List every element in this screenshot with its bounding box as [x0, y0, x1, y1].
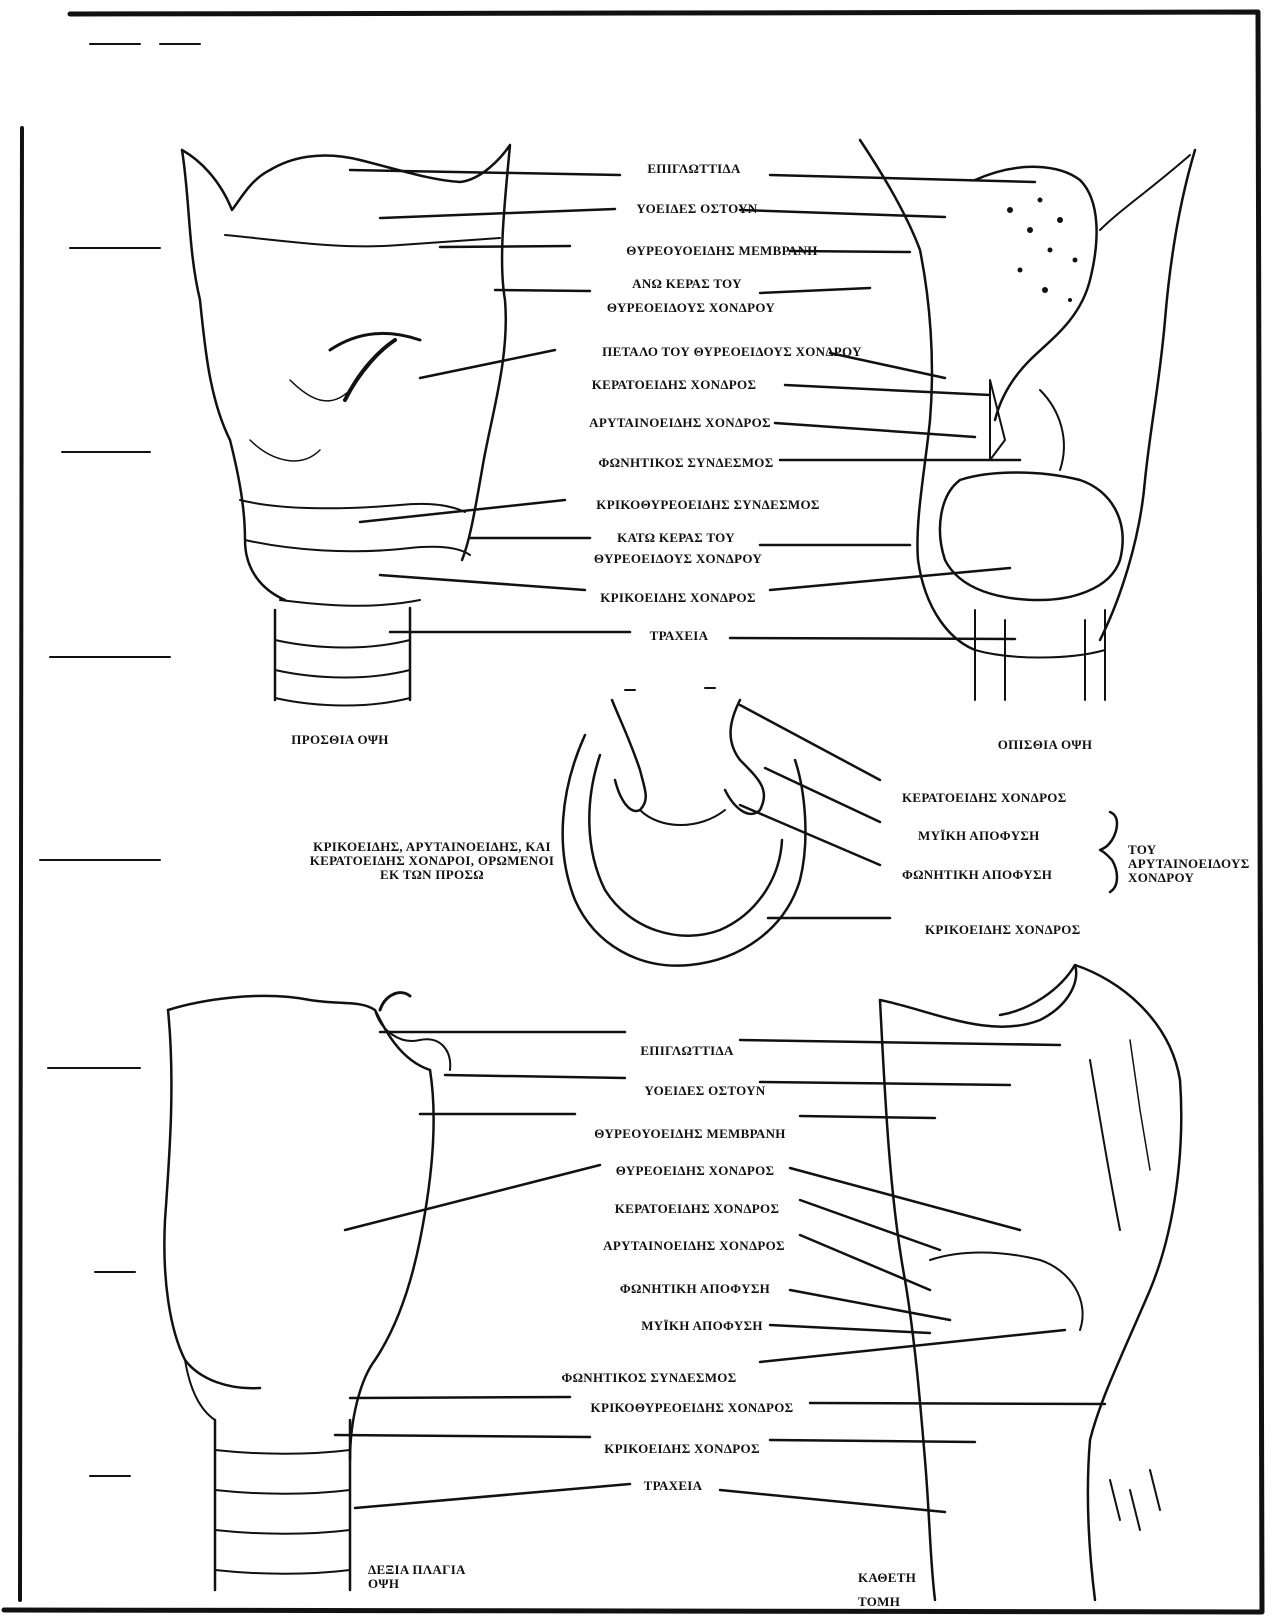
label-inferior-horn-line1: ΚΑΤΩ ΚΕΡΑΣ ΤΟΥ — [617, 530, 735, 545]
label-epiglottis-top: ΕΠΙΓΛΩΤΤΙΔΑ — [647, 161, 740, 176]
section-view-drawing — [880, 965, 1181, 1600]
label-superior-horn-line2: ΘΥΡΕΟΕΙΔΟΥΣ ΧΟΝΔΡΟΥ — [607, 300, 775, 315]
label-cricothyroid-ligament: ΚΡΙΚΟΘΥΡΕΟΕΙΔΗΣ ΣΥΝΔΕΣΜΟΣ — [596, 497, 819, 512]
front-view-drawing — [182, 145, 510, 706]
label-thyrohyoid-membrane-bottom: ΘΥΡΕΟΥΟΕΙΔΗΣ ΜΕΜΒΡΑΝΗ — [594, 1126, 785, 1141]
label-hyoid-bone-bottom: ΥΟΕΙΔΕΣ ΟΣΤΟΥΝ — [644, 1083, 765, 1098]
label-muscular-process-bottom: ΜΥΪΚΗ ΑΠΟΦΥΣΗ — [641, 1318, 763, 1333]
caption-sagittal-section: ΚΑΘΕΤΗ ΤΟΜΗ — [858, 1566, 918, 1614]
label-inferior-horn-line2: ΘΥΡΕΟΕΙΔΟΥΣ ΧΟΝΔΡΟΥ — [594, 551, 762, 566]
label-arytenoid-top: ΑΡΥΤΑΙΝΟΕΙΔΗΣ ΧΟΝΔΡΟΣ — [589, 415, 771, 430]
label-thyroid-cartilage-bottom: ΘΥΡΕΟΕΙΔΗΣ ΧΟΝΔΡΟΣ — [616, 1163, 775, 1178]
label-trachea-top: ΤΡΑΧΕΙΑ — [650, 628, 709, 643]
label-vocal-ligament-top: ΦΩΝΗΤΙΚΟΣ ΣΥΝΔΕΣΜΟΣ — [598, 455, 773, 470]
label-superior-horn-line1: ΑΝΩ ΚΕΡΑΣ ΤΟΥ — [632, 276, 742, 291]
label-thyroid-lamina: ΠΕΤΑΛΟ ΤΟΥ ΘΥΡΕΟΕΙΔΟΥΣ ΧΟΝΔΡΟΥ — [602, 344, 862, 359]
label-cricoid-top: ΚΡΙΚΟΕΙΔΗΣ ΧΟΝΔΡΟΣ — [600, 590, 756, 605]
label-of-arytenoid: ΤΟΥ ΑΡΥΤΑΙΝΟΕΙΔΟΥΣ ΧΟΝΔΡΟΥ — [1128, 843, 1248, 885]
label-trachea-bottom: ΤΡΑΧΕΙΑ — [644, 1478, 703, 1493]
label-arytenoid-bottom: ΑΡΥΤΑΙΝΟΕΙΔΗΣ ΧΟΝΔΡΟΣ — [603, 1238, 785, 1253]
label-hyoid-bone-top: ΥΟΕΙΔΕΣ ΟΣΤΟΥΝ — [636, 201, 757, 216]
label-corniculate-middle: ΚΕΡΑΤΟΕΙΔΗΣ ΧΟΝΔΡΟΣ — [902, 790, 1067, 805]
caption-front-view: ΠΡΟΣΘΙΑ ΟΨΗ — [291, 732, 388, 747]
label-vocal-ligament-bottom: ΦΩΝΗΤΙΚΟΣ ΣΥΝΔΕΣΜΟΣ — [561, 1370, 736, 1385]
caption-back-view: ΟΠΙΣΘΙΑ ΟΨΗ — [998, 737, 1093, 752]
back-view-drawing — [860, 140, 1195, 700]
label-cricoid-bottom: ΚΡΙΚΟΕΙΔΗΣ ΧΟΝΔΡΟΣ — [604, 1441, 760, 1456]
middle-view-drawing — [563, 688, 806, 966]
caption-middle-view: ΚΡΙΚΟΕΙΔΗΣ, ΑΡΥΤΑΙΝΟΕΙΔΗΣ, ΚΑΙ ΚΕΡΑΤΟΕΙΔ… — [307, 840, 557, 882]
lateral-view-drawing — [164, 993, 450, 1590]
label-cricoid-middle: ΚΡΙΚΟΕΙΔΗΣ ΧΟΝΔΡΟΣ — [925, 922, 1081, 937]
label-vocal-process-bottom: ΦΩΝΗΤΙΚΗ ΑΠΟΦΥΣΗ — [620, 1281, 770, 1296]
label-vocal-process-middle: ΦΩΝΗΤΙΚΗ ΑΠΟΦΥΣΗ — [902, 867, 1052, 882]
label-muscular-process-middle: ΜΥΪΚΗ ΑΠΟΦΥΣΗ — [918, 828, 1040, 843]
label-thyrohyoid-membrane-top: ΘΥΡΕΟΥΟΕΙΔΗΣ ΜΕΜΒΡΑΝΗ — [626, 243, 817, 258]
label-corniculate-top: ΚΕΡΑΤΟΕΙΔΗΣ ΧΟΝΔΡΟΣ — [592, 377, 757, 392]
label-epiglottis-bottom: ΕΠΙΓΛΩΤΤΙΔΑ — [640, 1043, 733, 1058]
label-cricothyroid-bottom: ΚΡΙΚΟΘΥΡΕΟΕΙΔΗΣ ΧΟΝΔΡΟΣ — [591, 1400, 794, 1415]
caption-lateral-view: ΔΕΞΙΑ ΠΛΑΓΙΑ ΟΨΗ — [368, 1563, 488, 1591]
bottom-leader-lines — [335, 1032, 1105, 1512]
label-corniculate-bottom: ΚΕΡΑΤΟΕΙΔΗΣ ΧΟΝΔΡΟΣ — [615, 1201, 780, 1216]
